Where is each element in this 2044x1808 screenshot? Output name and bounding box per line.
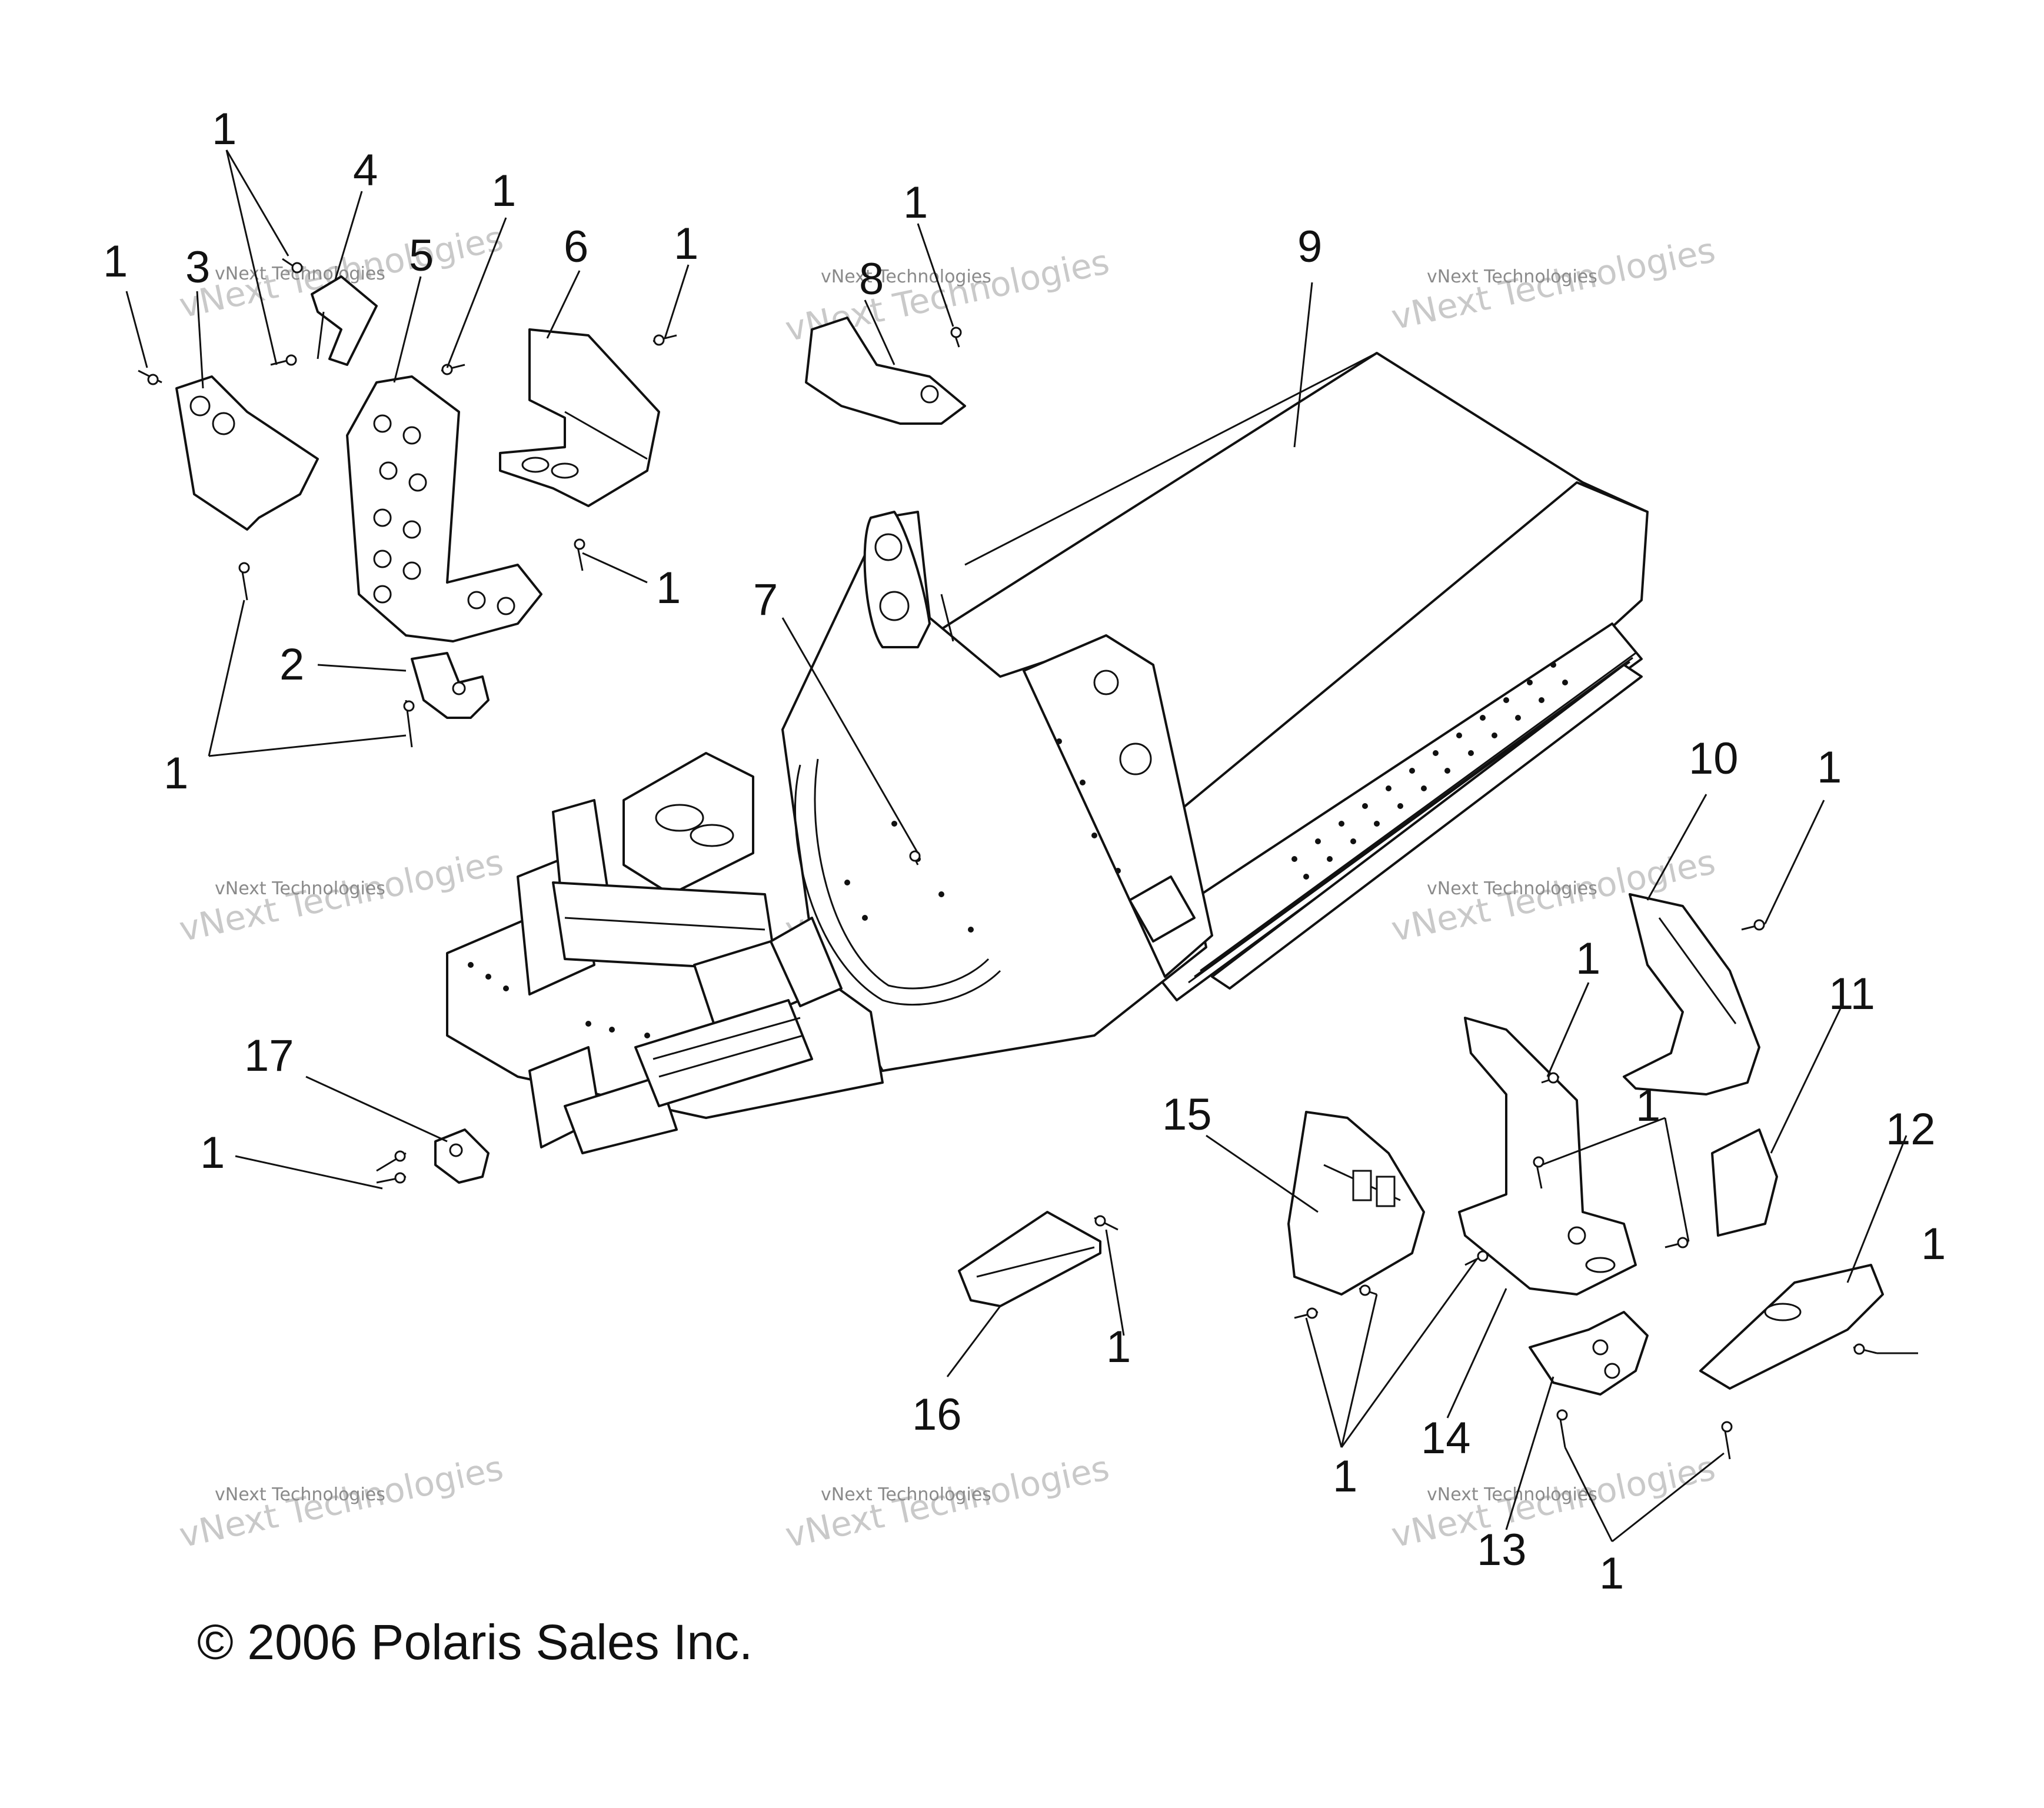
callout-11: 11 [1829,969,1875,1019]
part-4-strap [311,275,378,366]
callout-1: 1 [1599,1549,1624,1599]
watermark-small-text: vNext Technologies [1427,1484,1597,1505]
part-17-bumper [434,1128,490,1184]
watermark-small-text: vNext Technologies [215,878,385,899]
part-2-clip [411,652,490,719]
callout-12: 12 [1886,1104,1936,1154]
part-10-shield [1623,893,1760,1096]
part-6-bracket [499,328,660,507]
callout-2: 2 [279,640,304,690]
callout-1: 1 [1576,934,1600,984]
part-12-plate [1699,1264,1884,1390]
callout-1: 1 [103,237,128,287]
callout-1: 1 [212,104,237,154]
callout-9: 9 [1297,222,1322,272]
callout-14: 14 [1421,1413,1471,1463]
chassis-frame [446,352,1649,1154]
watermark-small-text: vNext Technologies [821,1484,991,1505]
watermark-small-text: vNext Technologies [1427,878,1597,899]
callout-1: 1 [1636,1081,1660,1131]
tunnel-hole-pattern [1291,662,1568,880]
watermark-small-text: vNext Technologies [821,267,991,287]
copyright-notice: © 2006 Polaris Sales Inc. [197,1614,753,1670]
callout-1: 1 [1921,1219,1946,1269]
part-11-plate [1711,1128,1778,1237]
part-3-bracket [175,375,319,531]
callout-1: 1 [674,219,698,269]
callout-16: 16 [912,1390,962,1440]
callout-1: 1 [1333,1451,1357,1501]
callout-6: 6 [564,222,588,272]
callout-10: 10 [1689,734,1739,784]
callout-1: 1 [656,563,681,613]
part-13-bracket [1529,1311,1649,1396]
callout-1: 1 [1106,1322,1131,1372]
watermark-small-text: vNext Technologies [1427,267,1597,287]
watermark-small-text: vNext Technologies [215,1484,385,1505]
callout-15: 15 [1162,1090,1212,1140]
leader-lines [125,149,1918,1543]
callout-8: 8 [859,254,884,304]
callout-labels: 1 1 3 4 5 1 6 1 1 8 9 1 7 2 1 10 1 1 11 … [103,104,1946,1599]
part-16-plate [958,1211,1101,1307]
callout-1: 1 [200,1128,225,1178]
callout-1: 1 [903,178,928,228]
part-15-shield [1287,1111,1425,1296]
callout-17: 17 [244,1031,294,1081]
part-14-bracket [1458,1017,1637,1296]
callout-4: 4 [353,145,378,195]
callout-1: 1 [1817,742,1842,793]
callout-1: 1 [164,748,188,798]
callout-5: 5 [409,231,434,281]
fastener-rivets [138,258,1877,1460]
callout-7: 7 [753,575,778,625]
part-8-bracket [805,317,966,425]
callout-1: 1 [491,166,516,216]
part-5-plate [346,375,542,642]
callout-3: 3 [185,242,210,292]
callout-13: 13 [1477,1525,1527,1575]
